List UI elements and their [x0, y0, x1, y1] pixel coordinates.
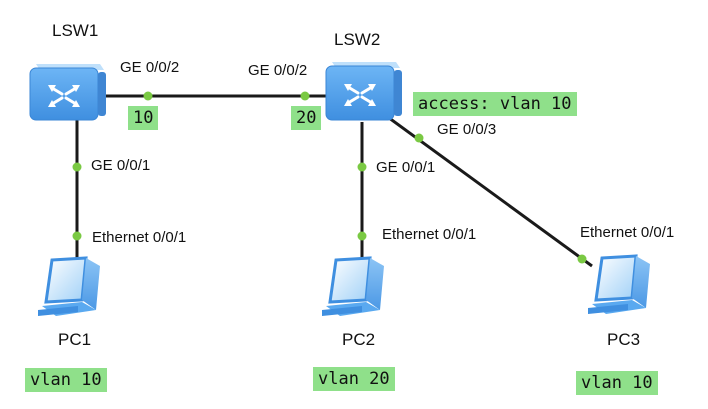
pc3-pc-icon: [588, 254, 650, 314]
lsw1-switch-icon: [29, 64, 106, 121]
lsw1-label: LSW1: [52, 21, 99, 40]
pc2-label: PC2: [342, 330, 376, 349]
lsw1-ge001-label: GE 0/0/1: [91, 157, 151, 174]
pc2-eth-label: Ethernet 0/0/1: [382, 226, 477, 243]
lsw1-port-vlan-tag: 10: [128, 106, 159, 130]
pc1-label: PC1: [58, 330, 92, 349]
lsw2-access-tag: access: vlan 10: [413, 92, 577, 116]
pc3-eth-label: Ethernet 0/0/1: [580, 224, 675, 241]
port-dot-lsw2-ge003: [414, 133, 424, 143]
lsw2-label: LSW2: [334, 30, 381, 49]
pc1-eth-label: Ethernet 0/0/1: [92, 229, 187, 246]
pc2-pc-icon: [322, 256, 384, 316]
port-dot-pc2-eth: [357, 231, 367, 241]
port-dot-lsw2-ge002: [300, 91, 310, 101]
lsw2-ge001-label: GE 0/0/1: [376, 159, 436, 176]
lsw1-ge002-label: GE 0/0/2: [120, 59, 180, 76]
lsw2-ge002-label: GE 0/0/2: [248, 62, 308, 79]
pc3-label: PC3: [607, 330, 641, 349]
pc1-pc-icon: [38, 256, 100, 316]
port-dot-pc1-eth: [72, 231, 82, 241]
port-dot-lsw1-ge001: [72, 162, 82, 172]
lsw2-switch-icon: [325, 62, 402, 121]
lsw2-port-vlan-tag: 20: [291, 106, 322, 130]
pc3-vlan-tag: vlan 10: [576, 371, 658, 395]
lsw2-ge003-label: GE 0/0/3: [437, 121, 497, 138]
port-dot-pc3-eth: [577, 254, 587, 264]
port-dot-lsw1-ge002: [143, 91, 153, 101]
pc2-vlan-tag: vlan 20: [313, 367, 395, 391]
port-dot-lsw2-ge001: [357, 162, 367, 172]
pc1-vlan-tag: vlan 10: [25, 368, 107, 392]
